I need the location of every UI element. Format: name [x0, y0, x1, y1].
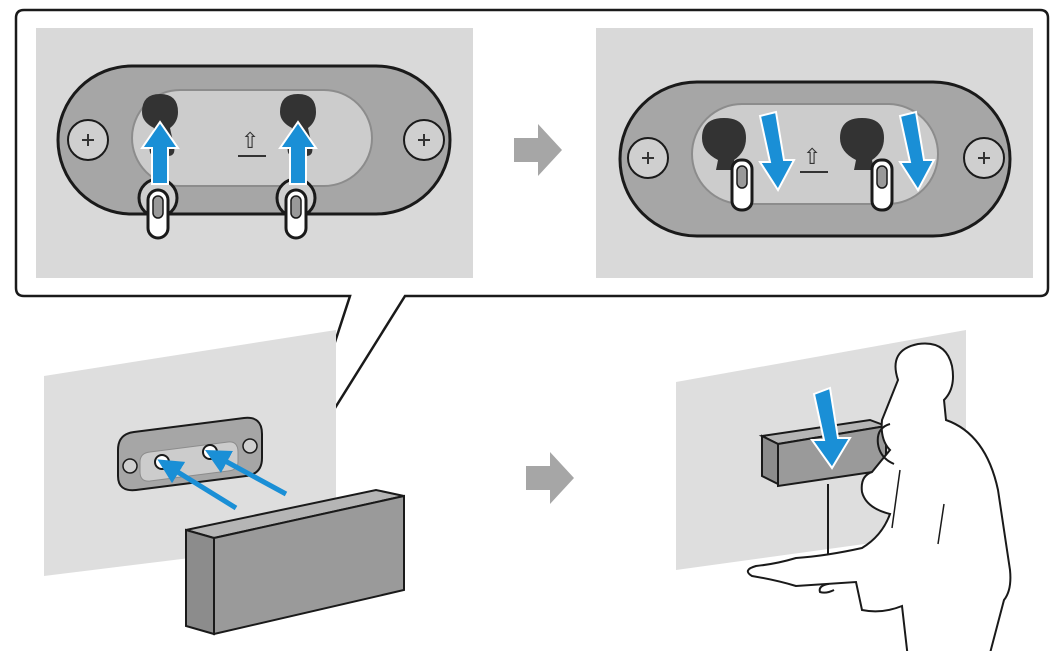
screw-standoff: [730, 158, 754, 212]
arrow-down-icon: [898, 110, 936, 192]
keyhole-slot-icon: [702, 118, 746, 170]
screw-icon: [627, 137, 669, 179]
step-arrow-icon: [514, 124, 562, 176]
up-mark-label: ⇧: [241, 129, 259, 154]
mount-scene-before: [44, 330, 405, 636]
screw-icon: [403, 119, 445, 161]
arrow-down-icon: [810, 386, 852, 470]
screw-standoff: [870, 158, 894, 212]
arrow-align-icon: [157, 459, 238, 511]
up-mark-label: ⇧: [803, 145, 821, 170]
person-illustration: [746, 342, 1012, 651]
screw-icon: [963, 137, 1005, 179]
screw-icon: [67, 119, 109, 161]
arrow-up-icon: [140, 120, 180, 185]
screw-standoff: [275, 177, 317, 240]
mount-scene-after: [676, 330, 1012, 651]
keyhole-slot-icon: [840, 118, 884, 170]
arrow-down-icon: [758, 110, 796, 192]
detail-panel-before: ⇧: [36, 28, 473, 278]
soundbar-device: [185, 488, 405, 636]
arrow-align-icon: [205, 450, 288, 497]
detail-panel-after: ⇧: [596, 28, 1033, 278]
step-arrow-icon: [526, 452, 574, 504]
arrow-up-icon: [278, 120, 318, 185]
